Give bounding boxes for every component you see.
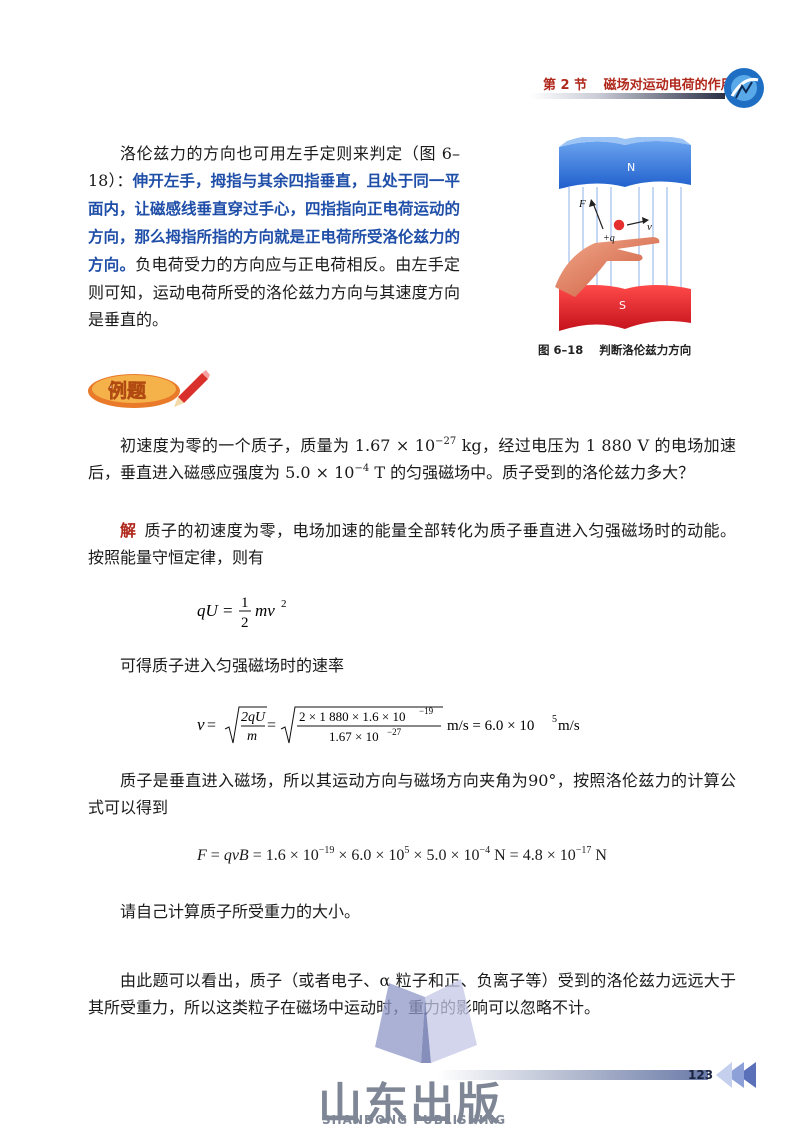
publisher-name: 山东出版 — [318, 1079, 502, 1130]
footer-rule — [438, 1070, 708, 1080]
svg-text:2 × 1 880 × 1.6 × 10: 2 × 1 880 × 1.6 × 10 — [299, 709, 406, 724]
figure-caption: 图 6–18 判断洛伦兹力方向 — [538, 342, 691, 358]
header-rule — [530, 93, 725, 99]
svg-text:−27: −27 — [387, 727, 402, 737]
svg-text:1.67 × 10: 1.67 × 10 — [329, 729, 379, 744]
solution-label: 解 — [120, 521, 137, 540]
svg-text:2: 2 — [241, 615, 249, 631]
svg-text:m: m — [247, 729, 257, 744]
section-title: 磁场对运动电荷的作用 — [603, 78, 734, 93]
problem-statement: 初速度为零的一个质子，质量为 1.67 × 10−27 kg，经过电压为 1 8… — [88, 436, 736, 482]
svg-text:2: 2 — [281, 598, 287, 610]
lorentz-force-equation: F = qvB = 1.6 × 10−19 × 6.0 × 105 × 5.0 … — [197, 845, 607, 865]
example-title: 例题 — [108, 379, 146, 402]
svg-text:mv: mv — [255, 601, 275, 620]
svg-text:qU: qU — [197, 601, 220, 620]
svg-text:=: = — [267, 717, 276, 734]
svg-text:5: 5 — [552, 714, 557, 725]
figure-number: 图 6–18 — [538, 343, 584, 357]
speed-intro: 可得质子进入匀强磁场时的速率 — [120, 656, 345, 675]
pencil-icon — [174, 370, 210, 407]
svg-text:m/s: m/s — [558, 718, 580, 734]
south-pole-magnet — [559, 285, 691, 331]
section-header: 第 2 节 磁场对运动电荷的作用 — [543, 74, 734, 93]
svg-text:−19: −19 — [419, 706, 434, 716]
north-pole-magnet — [559, 141, 691, 189]
left-hand-rule-emphasis: 伸开左手，拇指与其余四指垂直，且处于同一平面内，让磁感线垂直穿过手心，四指指向正… — [88, 172, 461, 274]
intro-paragraph: 洛伦兹力的方向也可用左手定则来判定（图 6–18）：伸开左手，拇指与其余四指垂直… — [88, 140, 460, 333]
force-label: F — [578, 198, 586, 210]
figure-title: 判断洛伦兹力方向 — [599, 343, 692, 357]
svg-text:m/s = 6.0 × 10: m/s = 6.0 × 10 — [447, 718, 534, 734]
page-arrow-icon — [716, 1062, 756, 1088]
solution-intro: 解质子的初速度为零，电场加速的能量全部转化为质子垂直进入匀强磁场时的动能。按照能… — [88, 521, 736, 567]
svg-text:2qU: 2qU — [241, 710, 266, 725]
gravity-exercise: 请自己计算质子所受重力的大小。 — [120, 902, 361, 921]
publisher-name-english: SHANDONG PUBLISHING — [322, 1113, 507, 1127]
open-book-watermark-icon — [375, 979, 477, 1063]
left-hand-shape — [555, 237, 660, 297]
left-hand-rule-figure: N S F +q v — [555, 137, 691, 331]
angle-explanation: 质子是垂直进入磁场，所以其运动方向与磁场方向夹角为90°，按照洛伦兹力的计算公式… — [88, 771, 736, 817]
svg-text:=: = — [223, 601, 233, 620]
positive-charge — [612, 218, 626, 232]
page-number: 123 — [688, 1068, 714, 1082]
charge-label: +q — [603, 233, 615, 244]
conclusion-paragraph: 由此题可以看出，质子（或者电子、α 粒子和正、负离子等）受到的洛伦兹力远远大于其… — [88, 971, 736, 1017]
south-label: S — [619, 299, 626, 312]
velocity-label: v — [647, 221, 652, 233]
svg-text:1: 1 — [241, 595, 249, 611]
intro-text-2: 负电荷受力的方向应与正电荷相反。由左手定则可知，运动电荷所受的洛伦兹力方向与其速… — [88, 255, 460, 329]
svg-text:v: v — [197, 715, 205, 734]
north-label: N — [627, 161, 635, 174]
example-badge: 例题 — [88, 370, 210, 408]
speed-equation: v = 2qU m = 2 × 1 880 × 1.6 × 10 −19 1.6… — [197, 706, 580, 744]
energy-equation: qU = 1 2 mv 2 — [197, 595, 287, 631]
svg-text:=: = — [207, 717, 216, 734]
intro-text-1: 洛伦兹力的方向也可用左手定则来判定（图 6–18）： — [88, 144, 460, 190]
chapter-badge-icon — [724, 68, 764, 108]
section-number: 第 2 节 — [543, 78, 588, 93]
